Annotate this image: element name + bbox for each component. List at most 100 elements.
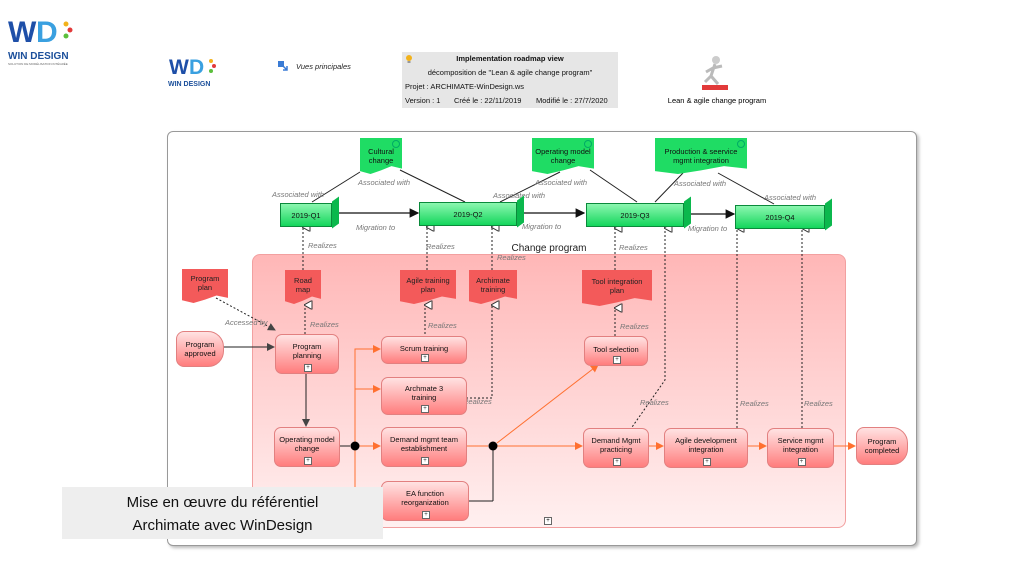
process-ea-function[interactable]: EA function reorganization + [381,481,469,521]
rel-label-accessed-by: Accessed by [225,318,268,327]
plateau-2019-q2[interactable]: 2019-Q2 [419,202,517,226]
junction-2 [488,441,498,451]
expand-icon[interactable]: + [304,364,312,372]
rel-label-migration-2: Migration to [522,222,562,231]
process-label: Archmate 3 training [404,384,444,402]
process-demand-mgmt-team[interactable]: Demand mgmt team establishment + [381,427,467,467]
plateau-2019-q1[interactable]: 2019-Q1 [280,203,332,227]
header-title: Implementation roadmap view [456,54,564,63]
process-label: Operating model change [279,435,335,453]
plateau-2019-q4[interactable]: 2019-Q4 [735,205,825,229]
rel-label-realizes-3: Realizes [497,253,526,262]
plateau-label: 2019-Q4 [765,212,795,222]
expand-icon[interactable]: + [421,354,429,362]
expand-icon[interactable]: + [421,405,429,413]
expand-icon[interactable]: + [797,458,806,466]
rel-label-realizes-8: Realizes [463,397,492,406]
expand-icon[interactable]: + [613,458,621,466]
process-label: Service mgmt integration [777,436,824,454]
rel-label-assoc-4: Associated with [493,191,546,200]
rel-label-migration-3: Migration to [688,224,728,233]
header-modified: Modifié le : 27/7/2020 [536,96,608,105]
process-label: Demand Mgmt practicing [591,436,641,454]
logo-brand: WIN DESIGN [8,51,69,62]
process-label: Tool selection [593,344,639,354]
expand-icon[interactable]: + [422,511,430,519]
windesign-logo: W D WIN DESIGN SOLUTION DE MODÉLISATION … [6,14,76,66]
logo-tagline: SOLUTION DE MODÉLISATION INTÉGRÉE [8,62,68,66]
header-version: Version : 1 [405,96,441,105]
rel-label-assoc-6: Associated with [764,193,817,202]
process-agile-dev-integration[interactable]: Agile development integration + [664,428,748,468]
change-program-group: Change program + [252,243,846,528]
program-icon[interactable]: Lean & agile change program [662,54,772,106]
plateau-label: 2019-Q2 [453,209,483,219]
process-operating-model-change[interactable]: Operating model change + [274,427,340,467]
deliverable-label: Archimate training [476,276,510,294]
process-label: Scrum training [399,343,449,353]
process-tool-selection[interactable]: Tool selection + [584,336,648,366]
work-package-icon [737,140,745,148]
windesign-logo-small: W D WIN DESIGN [168,54,218,92]
rel-label-realizes-9: Realizes [640,398,669,407]
rel-label-realizes-11: Realizes [804,399,833,408]
expand-icon[interactable]: + [613,356,621,364]
work-package-label: Cultural change [368,147,394,165]
event-program-completed[interactable]: Program completed [856,427,908,465]
plateau-label: 2019-Q3 [620,210,650,220]
deliverable-label: Tool integration plan [591,277,643,295]
work-package-icon [584,140,592,148]
deliverable-label: Agile training plan [406,276,450,294]
svg-text:D: D [36,16,58,48]
rel-label-migration-1: Migration to [356,223,396,232]
process-label: Program planning [292,342,322,360]
event-program-approved[interactable]: Program approved [176,331,224,367]
junction-1 [350,441,360,451]
vues-principales-label: Vues principales [296,61,351,71]
process-scrum-training[interactable]: Scrum training+ [381,336,467,364]
plateau-2019-q3[interactable]: 2019-Q3 [586,203,684,227]
slide-caption: Mise en œuvre du référentiel Archimate a… [62,487,383,539]
view-header: Implementation roadmap view décompositio… [402,52,618,108]
process-program-planning[interactable]: Program planning + [275,334,339,374]
expand-icon[interactable]: + [304,457,312,465]
process-label: EA function reorganization [401,489,449,507]
rel-label-assoc-2: Associated with [358,178,411,187]
expand-icon[interactable]: + [421,457,429,465]
windesign-small-icon: W D [169,56,216,79]
arrow-link-icon [278,61,288,71]
group-expand-icon[interactable]: + [544,517,552,525]
process-archimate3-training[interactable]: Archmate 3 training + [381,377,467,415]
vues-principales-link[interactable]: Vues principales [278,60,351,72]
svg-text:W: W [8,16,37,48]
work-package-operating-model[interactable]: Operating model change [532,138,594,174]
rel-label-realizes-4: Realizes [619,243,648,252]
rel-label-realizes-5: Realizes [310,320,339,329]
header-created: Créé le : 22/11/2019 [454,96,522,105]
rel-label-realizes-10: Realizes [740,399,769,408]
plateau-label: 2019-Q1 [291,210,321,220]
rel-label-realizes-7: Realizes [620,322,649,331]
work-package-label: Operating model change [535,147,591,165]
process-label: Demand mgmt team establishment [390,435,458,453]
bulb-icon [406,55,412,63]
event-label: Program approved [184,340,216,358]
work-package-label: Production & seervice mgmt integration [664,147,738,165]
group-title: Change program [511,243,587,254]
header-subtitle: décomposition de "Lean & agile change pr… [427,68,593,77]
rel-label-assoc-1: Associated with [272,190,325,199]
svg-text:D: D [189,56,204,78]
header-project: Projet : ARCHIMATE-WinDesign.ws [405,82,525,91]
process-demand-mgmt-practicing[interactable]: Demand Mgmt practicing + [583,428,649,468]
rel-label-realizes-6: Realizes [428,321,457,330]
process-label: Agile development integration [675,436,737,454]
deliverable-label: Program plan [190,274,220,292]
program-icon-label: Lean & agile change program [667,96,767,105]
windesign-logo-icon: W D [8,16,73,49]
rel-label-assoc-5: Associated with [674,179,727,188]
process-service-mgmt-integration[interactable]: Service mgmt integration + [767,428,834,468]
rel-label-realizes-1: Realizes [308,241,337,250]
expand-icon[interactable]: + [703,458,711,466]
event-label: Program completed [864,437,900,455]
